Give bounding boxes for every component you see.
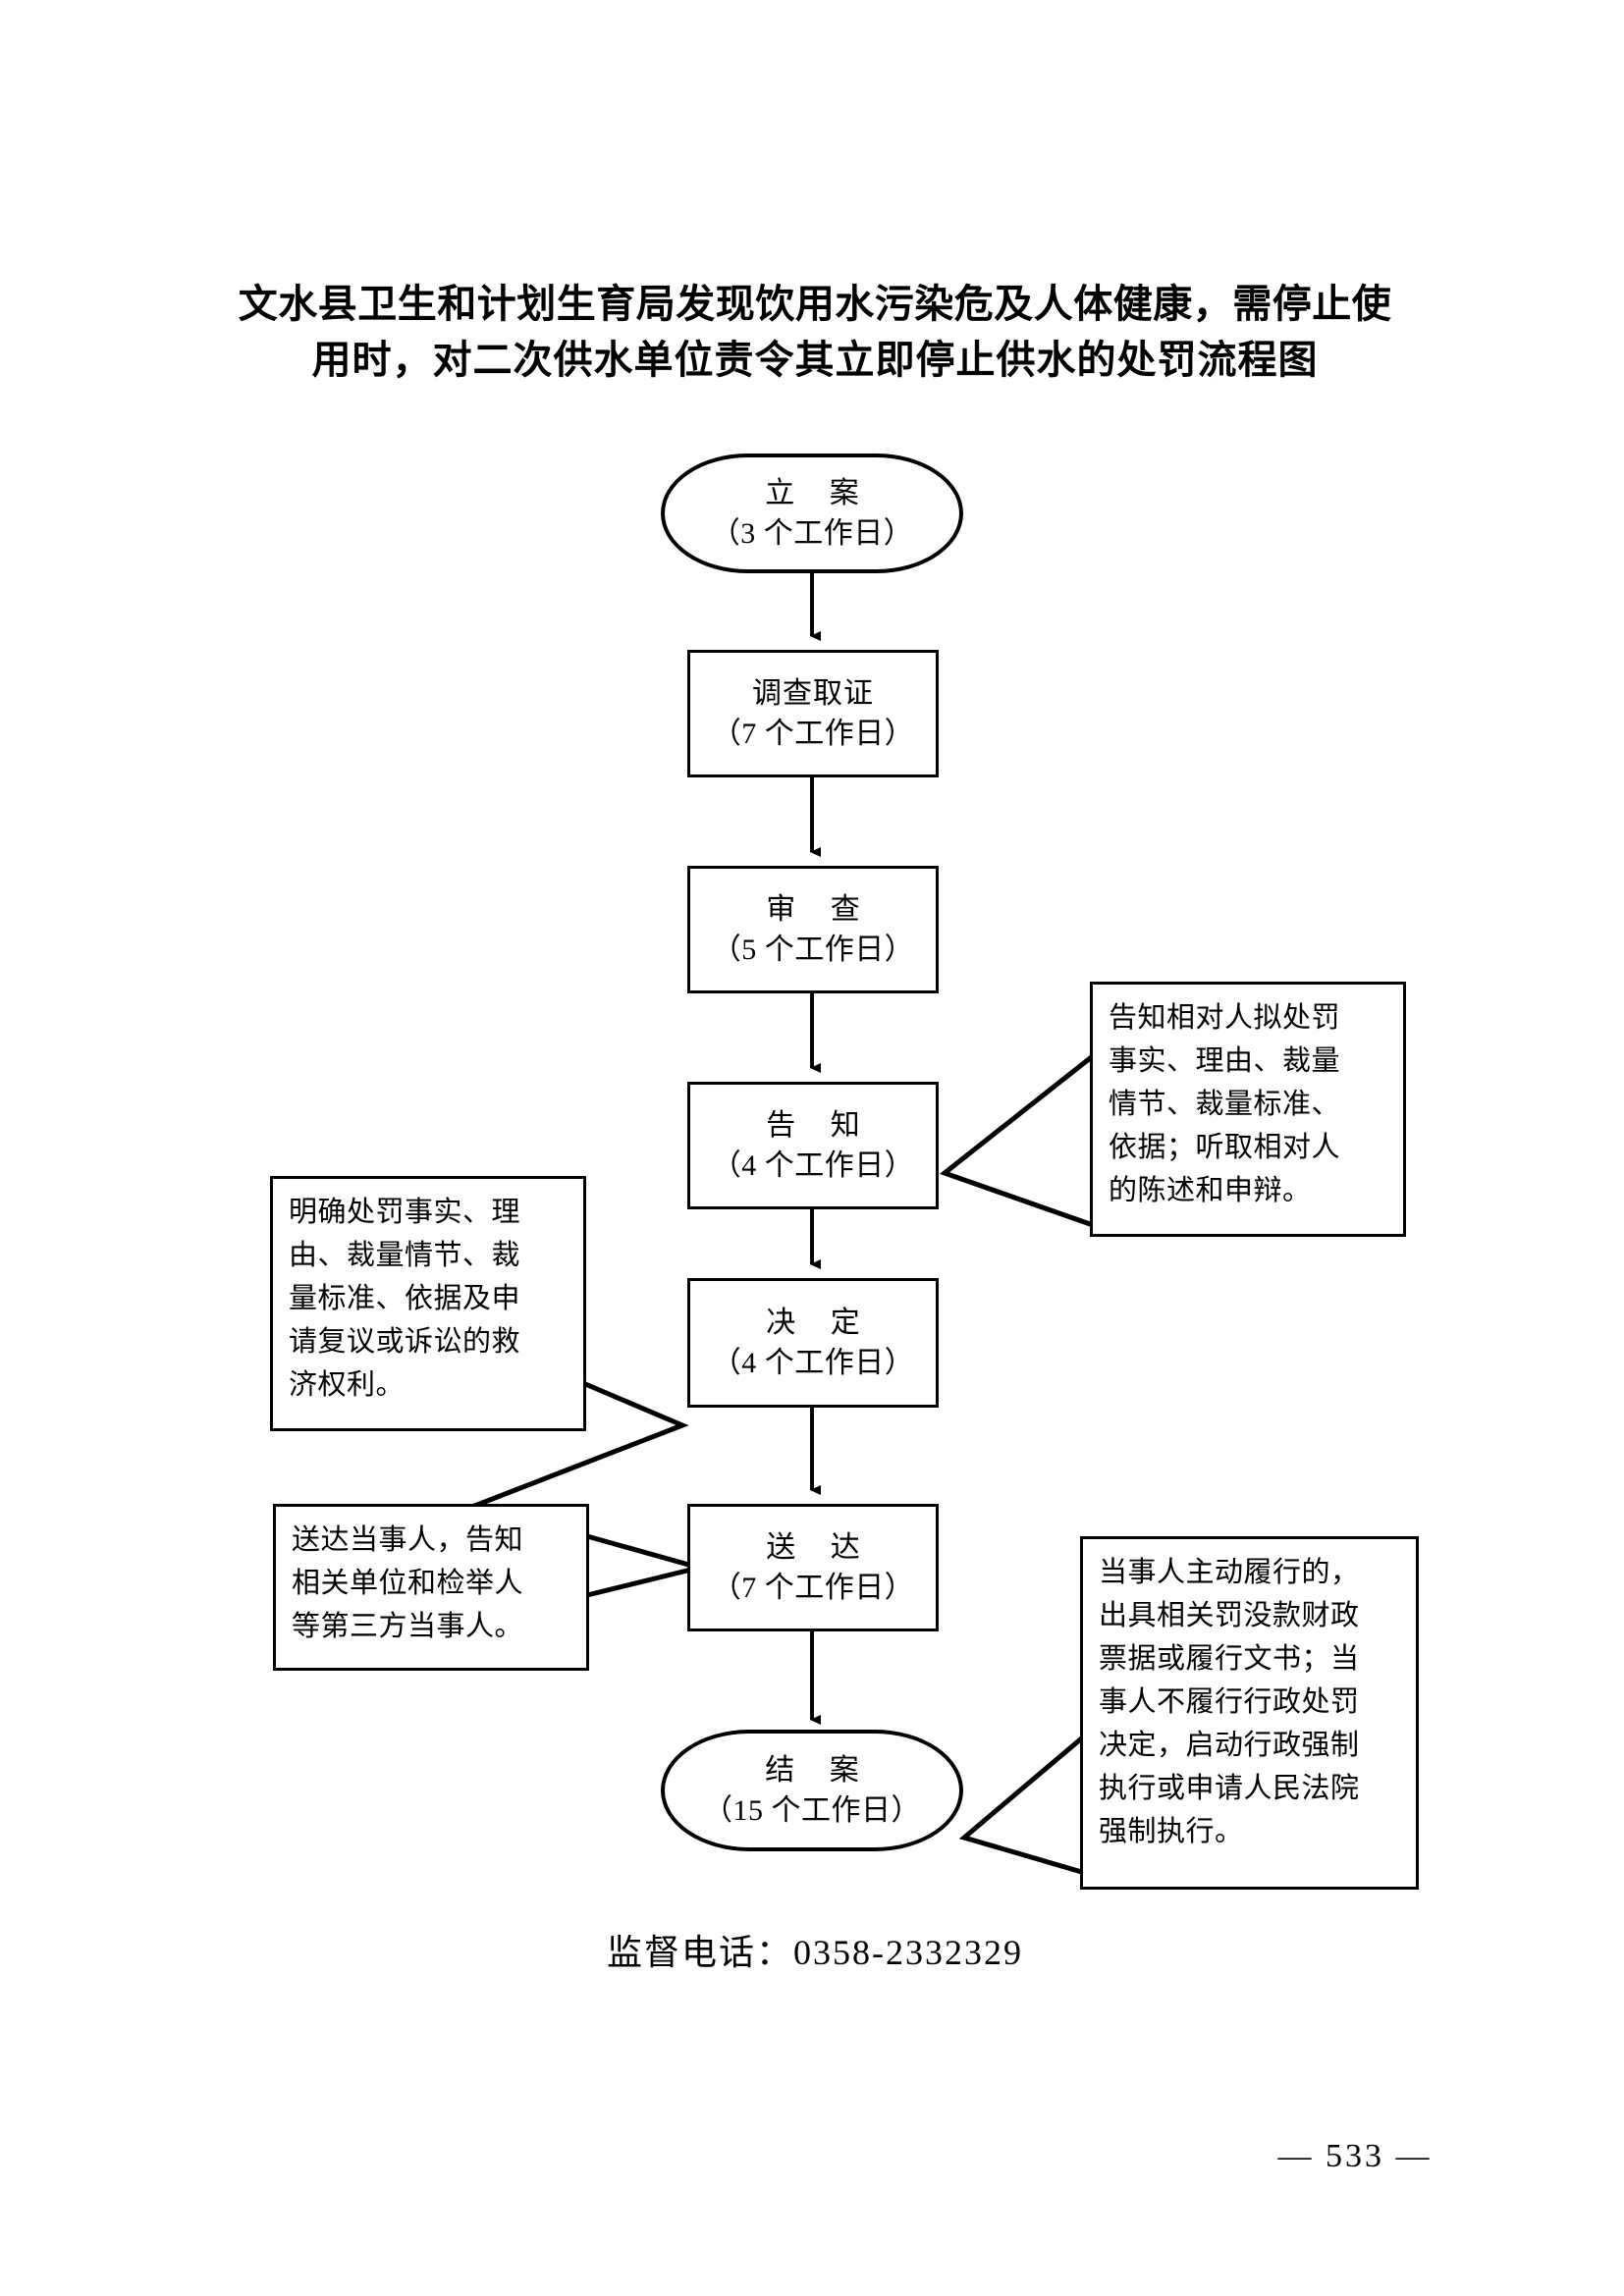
- flow-node-shencha-label: 审 查: [766, 892, 874, 926]
- flow-node-gaozhi-duration: （4 个工作日）: [711, 1149, 915, 1182]
- flow-node-diaocha-label: 调查取证: [752, 676, 874, 710]
- flow-node-songda-label: 送 达: [766, 1530, 874, 1564]
- note-gaozhi-line-2: 事实、理由、裁量: [1109, 1045, 1341, 1078]
- flow-node-gaozhi-label: 告 知: [766, 1108, 874, 1142]
- note-jiean: 当事人主动履行的， 出具相关罚没款财政 票据或履行文书；当 事人不履行行政处罚 …: [1080, 1536, 1419, 1890]
- note-jueding-line-5: 济权利。: [289, 1369, 406, 1402]
- flow-node-liai-duration: （3 个工作日）: [710, 517, 914, 550]
- flow-node-jueding-duration: （4 个工作日）: [711, 1347, 915, 1379]
- flow-node-liai-label: 立 案: [765, 476, 873, 509]
- note-jiean-line-5: 决定，启动行政强制: [1099, 1730, 1360, 1762]
- flow-node-jueding[interactable]: 决 定 （4 个工作日）: [687, 1278, 939, 1408]
- supervision-hotline: 监督电话：0358-2332329: [607, 1933, 1023, 1972]
- note-jiean-line-6: 执行或申请人民法院: [1099, 1773, 1360, 1805]
- note-jiean-line-4: 事人不履行行政处罚: [1099, 1686, 1360, 1719]
- flow-node-songda[interactable]: 送 达 （7 个工作日）: [687, 1504, 939, 1631]
- note-gaozhi-line-1: 告知相对人拟处罚: [1109, 1002, 1341, 1034]
- note-jiean-line-3: 票据或履行文书；当: [1099, 1643, 1360, 1676]
- flow-node-shencha[interactable]: 审 查 （5 个工作日）: [687, 866, 939, 993]
- note-gaozhi-line-5: 的陈述和申辩。: [1109, 1175, 1312, 1207]
- flow-node-jueding-label: 决 定: [766, 1306, 874, 1339]
- flow-node-gaozhi[interactable]: 告 知 （4 个工作日）: [687, 1082, 939, 1209]
- note-jueding-line-2: 由、裁量情节、裁: [289, 1240, 521, 1272]
- tail-note-songda: [586, 1533, 709, 1598]
- note-jiean-line-1: 当事人主动履行的，: [1099, 1557, 1360, 1588]
- page-title: 文水县卫生和计划生育局发现饮用水污染危及人体健康，需停止使 用时，对二次供水单位…: [177, 277, 1453, 389]
- flow-node-diaocha[interactable]: 调查取证 （7 个工作日）: [687, 650, 939, 777]
- flow-node-diaocha-duration: （7 个工作日）: [711, 718, 915, 750]
- note-jiean-line-2: 出具相关罚没款财政: [1099, 1600, 1360, 1632]
- tail-note-gaozhi: [939, 1028, 1126, 1235]
- title-line-1: 文水县卫生和计划生育局发现饮用水污染危及人体健康，需停止使: [238, 282, 1392, 326]
- note-songda-line-2: 相关单位和检举人: [292, 1568, 524, 1600]
- note-jueding-line-4: 请复议或诉讼的救: [289, 1326, 521, 1359]
- note-songda-line-1: 送达当事人，告知: [292, 1524, 524, 1556]
- title-line-2: 用时，对二次供水单位责令其立即停止供水的处罚流程图: [311, 337, 1319, 382]
- note-gaozhi-line-3: 情节、裁量标准、: [1109, 1089, 1341, 1121]
- page-number: — 533 —: [1277, 2138, 1433, 2174]
- note-jiean-line-7: 强制执行。: [1099, 1816, 1244, 1848]
- note-gaozhi-line-4: 依据；听取相对人: [1109, 1132, 1341, 1164]
- note-jueding-line-3: 量标准、依据及申: [289, 1283, 521, 1315]
- flow-node-jiean-duration: （15 个工作日）: [703, 1794, 921, 1827]
- flow-node-shencha-duration: （5 个工作日）: [711, 934, 915, 966]
- note-songda-line-3: 等第三方当事人。: [292, 1611, 524, 1643]
- note-jueding-line-1: 明确处罚事实、理: [289, 1197, 521, 1228]
- flow-node-liai[interactable]: 立 案 （3 个工作日）: [661, 454, 963, 573]
- note-gaozhi: 告知相对人拟处罚 事实、理由、裁量 情节、裁量标准、 依据；听取相对人 的陈述和…: [1090, 982, 1406, 1237]
- flow-node-songda-duration: （7 个工作日）: [711, 1572, 915, 1604]
- note-jueding: 明确处罚事实、理 由、裁量情节、裁 量标准、依据及申 请复议或诉讼的救 济权利。: [270, 1176, 586, 1431]
- flow-node-jiean[interactable]: 结 案 （15 个工作日）: [661, 1730, 963, 1851]
- tail-note-jiean: [958, 1734, 1087, 1876]
- flow-node-jiean-label: 结 案: [765, 1753, 873, 1787]
- note-songda: 送达当事人，告知 相关单位和检举人 等第三方当事人。: [273, 1504, 589, 1671]
